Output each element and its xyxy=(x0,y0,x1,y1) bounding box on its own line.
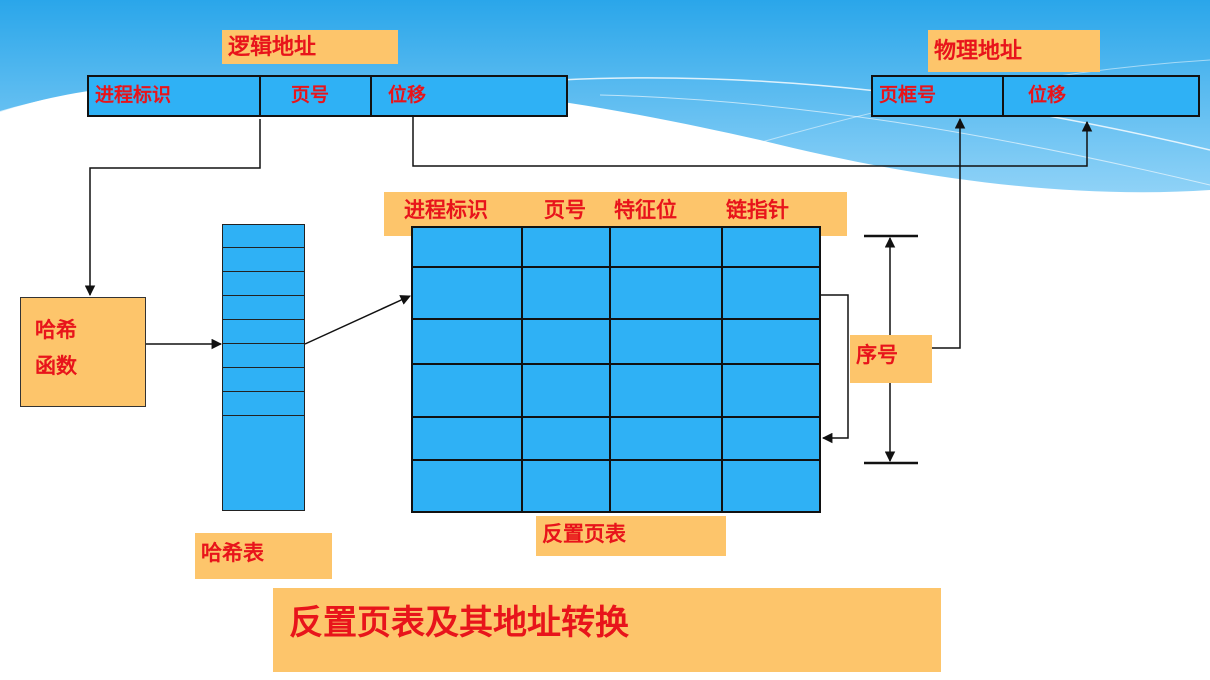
logical-field-process-id: 进程标识 xyxy=(87,75,261,117)
table-row-divider xyxy=(413,363,819,365)
physical-field-frame-number: 页框号 xyxy=(871,75,1004,117)
table-row-divider xyxy=(413,266,819,268)
physical-field-offset: 位移 xyxy=(1002,75,1200,117)
hash-table-row xyxy=(223,271,304,272)
table-row-divider xyxy=(413,318,819,320)
diagram-title: 反置页表及其地址转换 xyxy=(273,588,941,672)
inverted-page-table xyxy=(411,226,821,513)
logical-field-page-number: 页号 xyxy=(259,75,372,117)
hash-function-box: 哈希 函数 xyxy=(20,297,146,407)
inverted-table-label: 反置页表 xyxy=(536,516,726,556)
table-column-divider xyxy=(609,228,611,511)
header-process-id: 进程标识 xyxy=(404,197,488,222)
index-label: 序号 xyxy=(850,335,932,383)
hash-table-row xyxy=(223,343,304,344)
logical-field-offset: 位移 xyxy=(370,75,568,117)
header-feature-bits: 特征位 xyxy=(614,197,677,222)
hash-table-row xyxy=(223,367,304,368)
hash-table-label: 哈希表 xyxy=(195,533,332,579)
hash-table-row xyxy=(223,295,304,296)
physical-address-title: 物理地址 xyxy=(928,30,1100,72)
hash-function-line2: 函数 xyxy=(35,353,77,378)
hash-table xyxy=(222,224,305,511)
table-row-divider xyxy=(413,416,819,418)
hash-table-row xyxy=(223,415,304,416)
table-column-divider xyxy=(521,228,523,511)
header-chain-pointer: 链指针 xyxy=(726,197,789,222)
hash-table-row xyxy=(223,391,304,392)
hash-table-row xyxy=(223,247,304,248)
table-column-divider xyxy=(721,228,723,511)
header-page-number: 页号 xyxy=(544,197,586,222)
hash-function-line1: 哈希 xyxy=(35,317,77,342)
hash-table-row xyxy=(223,319,304,320)
logical-address-title: 逻辑地址 xyxy=(222,30,398,64)
table-row-divider xyxy=(413,459,819,461)
